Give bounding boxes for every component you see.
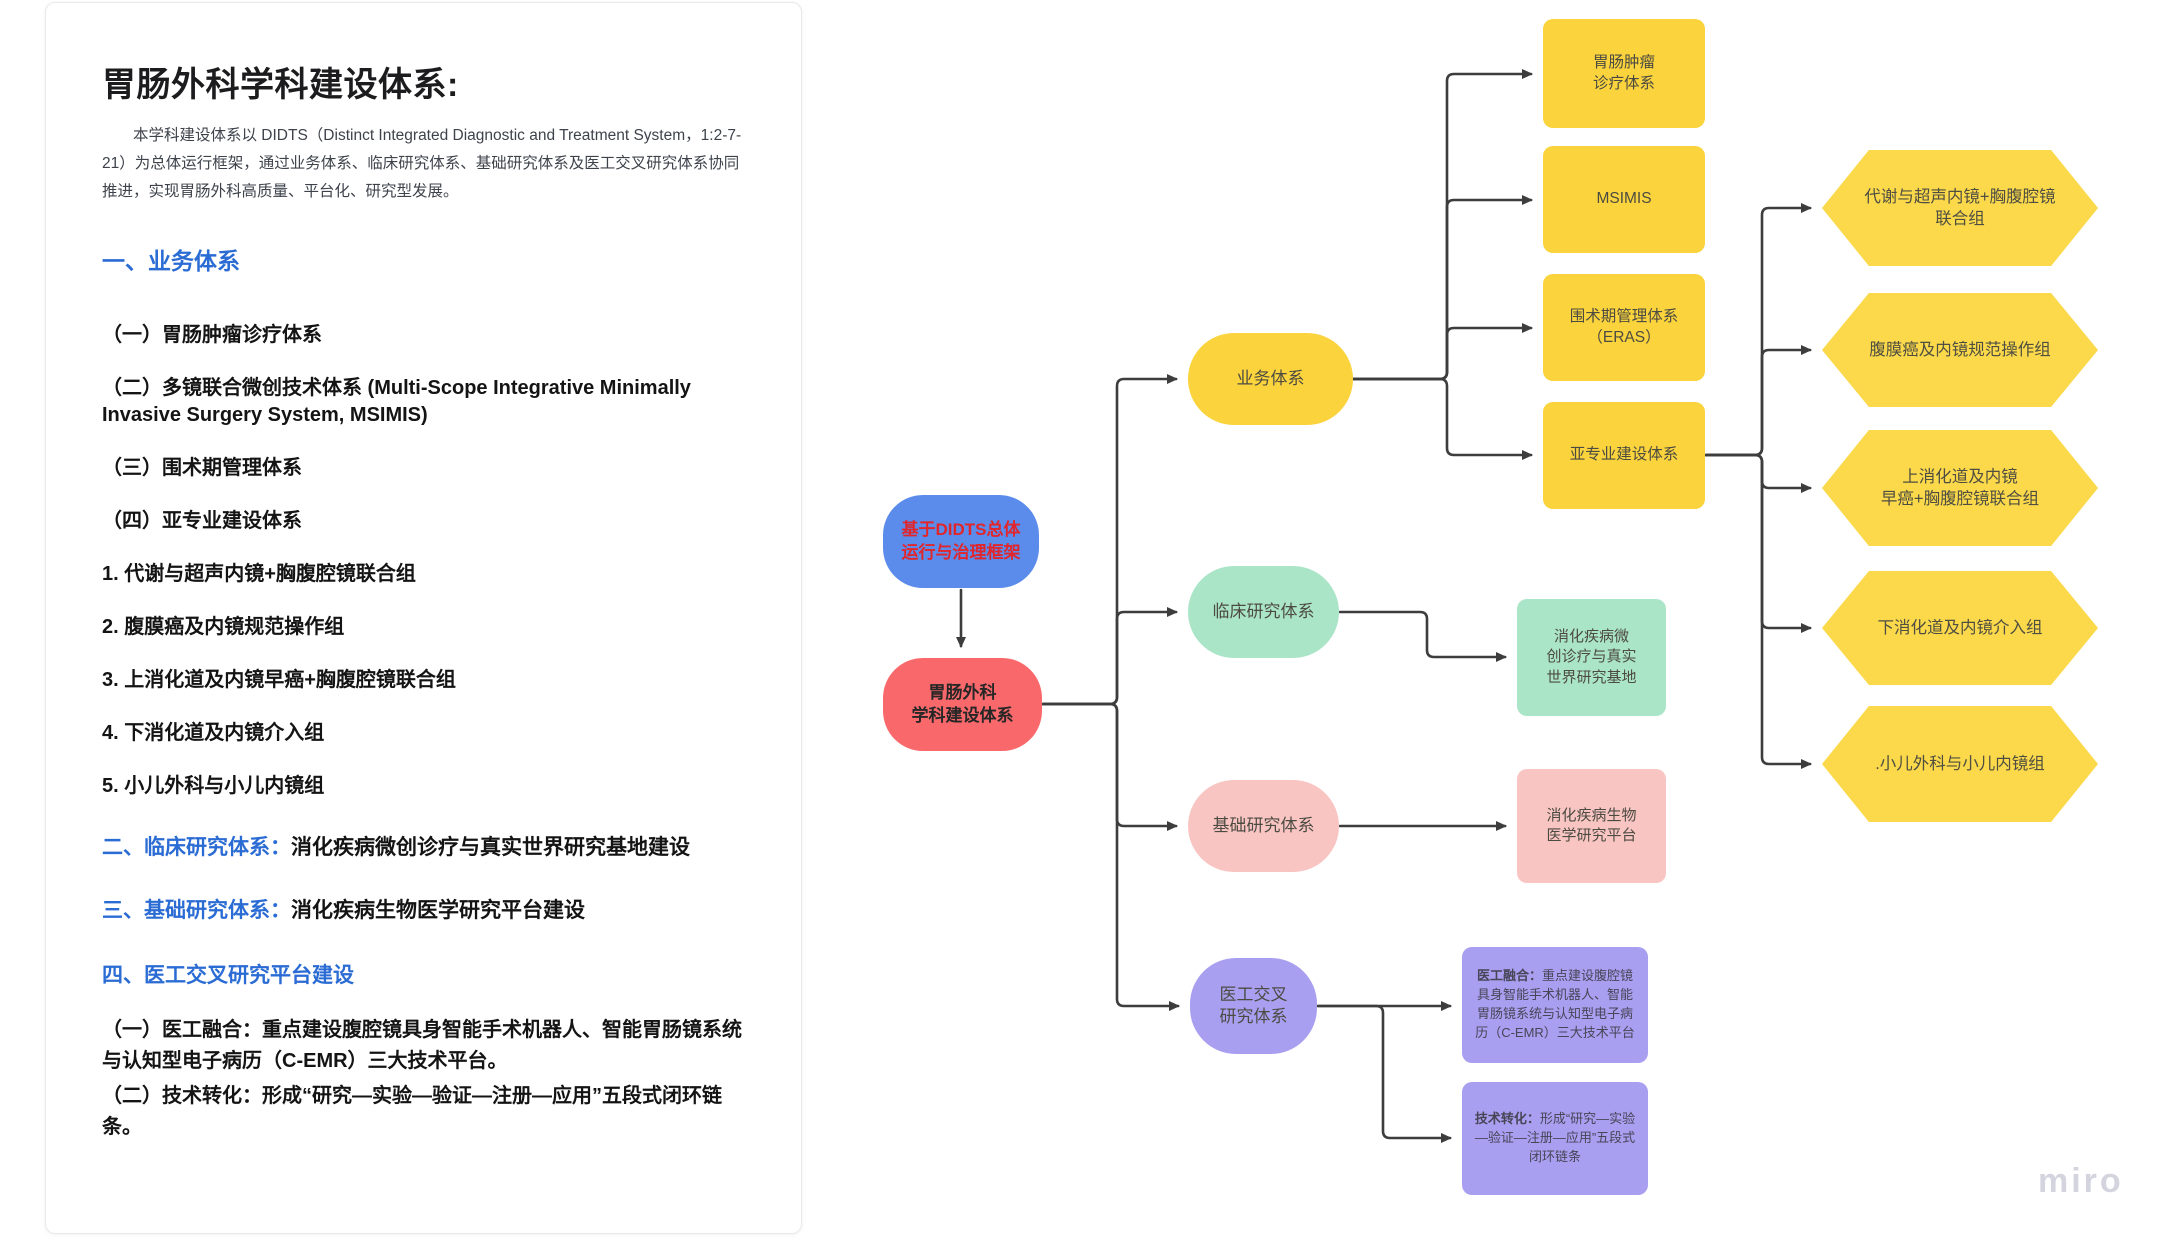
connector-subspecialty-hex4[interactable] (1704, 453, 1812, 633)
node-label: 围术期管理体系 （ERAS） (1569, 307, 1679, 346)
section-heading-medeng: 四、医工交叉研究平台建设 (102, 963, 354, 987)
node-label: 临床研究体系 (1212, 601, 1315, 621)
node-label: 下消化道及内镜介入组 (1877, 618, 2043, 637)
document-intro: 本学科建设体系以 DIDTS（Distinct Integrated Diagn… (102, 127, 742, 200)
list-item: 3. 上消化道及内镜早癌+胸腹腔镜联合组 (102, 668, 456, 691)
node-label: MSIMIS (1596, 190, 1652, 208)
connector-root-basic[interactable] (1041, 702, 1178, 831)
node-label: 代谢与超声内镜+胸腹腔镜 联合组 (1864, 187, 2056, 228)
node-root-system[interactable]: 胃肠外科 学科建设体系 (883, 658, 1042, 751)
list-item: 5. 小儿外科与小儿内镜组 (102, 774, 325, 797)
node-basic-research[interactable]: 基础研究体系 (1188, 780, 1339, 872)
node-clinical-research[interactable]: 临床研究体系 (1188, 566, 1339, 658)
paragraph-transfer: （二）技术转化：形成“研究—实验—验证—注册—应用”五段式闭环链条。 (102, 1084, 722, 1138)
node-fusion[interactable]: 医工融合：重点建设腹腔镜具身智能手术机器人、智能胃肠镜系统与认知型电子病历（C-… (1462, 947, 1648, 1063)
heading-text: 消化疾病生物医学研究平台建设 (291, 899, 585, 923)
node-text: 医工融合：重点建设腹腔镜具身智能手术机器人、智能胃肠镜系统与认知型电子病历（C-… (1472, 967, 1638, 1042)
node-msimis[interactable]: MSIMIS (1543, 146, 1705, 253)
node-business-system[interactable]: 业务体系 (1188, 333, 1353, 425)
list-item: 4. 下消化道及内镜介入组 (102, 721, 325, 744)
node-label: 消化疾病微 创诊疗与真实 世界研究基地 (1546, 628, 1637, 686)
node-label: 消化疾病生物 医学研究平台 (1546, 806, 1637, 844)
heading-label: 三、基础研究体系： (102, 899, 291, 923)
connector-business-tumor[interactable] (1351, 69, 1533, 381)
node-label: .小儿外科与小儿内镜组 (1875, 754, 2045, 773)
node-label-rest: 重点建设腹腔镜具身智能手术机器人、智能胃肠镜系统与认知型电子病历（C-EMR）三… (1475, 968, 1635, 1040)
node-label: 基础研究体系 (1212, 815, 1315, 835)
section-heading-basic: 三、基础研究体系：消化疾病生物医学研究平台建设 (102, 895, 745, 927)
connector-business-subspecialty[interactable] (1351, 377, 1533, 460)
list-item: （四）亚专业建设体系 (102, 509, 302, 532)
node-label: 上消化道及内镜 早癌+胸腹腔镜联合组 (1880, 467, 2040, 508)
document-card[interactable]: 胃肠外科学科建设体系: 本学科建设体系以 DIDTS（Distinct Inte… (45, 2, 802, 1234)
node-hex-lower-gi-group[interactable]: 下消化道及内镜介入组 (1822, 571, 2098, 685)
heading-label: 二、临床研究体系： (102, 835, 291, 859)
miro-logo: miro (2038, 1162, 2124, 1200)
node-label-bold: 医工融合： (1476, 968, 1542, 984)
node-didts-framework[interactable]: 基于DIDTS总体 运行与治理框架 (883, 495, 1039, 588)
node-label-rest: 形成“研究—实验—验证—注册—应用”五段式闭环链条 (1474, 1111, 1636, 1164)
node-tumor-system[interactable]: 胃肠肿瘤 诊疗体系 (1543, 19, 1705, 128)
paragraph-fusion: （一）医工融合：重点建设腹腔镜具身智能手术机器人、智能胃肠镜系统与认知型电子病历… (102, 1018, 742, 1072)
section-heading-business: 一、业务体系 (102, 247, 240, 274)
document-title: 胃肠外科学科建设体系: (102, 66, 459, 104)
node-hex-upper-gi-group[interactable]: 上消化道及内镜 早癌+胸腹腔镜联合组 (1822, 430, 2098, 546)
connector-business-eras[interactable] (1351, 323, 1533, 381)
node-label: 医工交叉 研究体系 (1219, 984, 1288, 1026)
connector-subspecialty-hex2[interactable] (1704, 345, 1812, 457)
list-item: （一）胃肠肿瘤诊疗体系 (102, 323, 322, 346)
connector-root-medeng[interactable] (1041, 702, 1180, 1011)
connector-subspecialty-hex5[interactable] (1704, 453, 1812, 769)
node-hex-metabolic-group[interactable]: 代谢与超声内镜+胸腹腔镜 联合组 (1822, 150, 2098, 266)
node-label: 业务体系 (1236, 368, 1305, 388)
node-subspecialty[interactable]: 亚专业建设体系 (1543, 402, 1705, 509)
node-label-bold: 技术转化： (1474, 1111, 1540, 1127)
node-text: 技术转化：形成“研究—实验—验证—注册—应用”五段式闭环链条 (1472, 1110, 1638, 1167)
connector-subspecialty-hex3[interactable] (1704, 453, 1812, 493)
node-label: 胃肠肿瘤 诊疗体系 (1592, 53, 1655, 92)
list-item: （二）多镜联合微创技术体系 (Multi-Scope Integrative M… (102, 376, 691, 426)
list-item: 1. 代谢与超声内镜+胸腹腔镜联合组 (102, 562, 416, 585)
document-list: （一）胃肠肿瘤诊疗体系 （二）多镜联合微创技术体系 (Multi-Scope I… (102, 322, 745, 800)
node-hex-peritoneal-group[interactable]: 腹膜癌及内镜规范操作组 (1822, 293, 2098, 407)
node-clinical-base[interactable]: 消化疾病微 创诊疗与真实 世界研究基地 (1517, 599, 1666, 716)
node-medeng-research[interactable]: 医工交叉 研究体系 (1190, 958, 1317, 1054)
node-bio-platform[interactable]: 消化疾病生物 医学研究平台 (1517, 769, 1666, 883)
node-hex-pediatric-group[interactable]: .小儿外科与小儿内镜组 (1822, 706, 2098, 822)
connector-clinical-base[interactable] (1338, 610, 1507, 662)
node-label: 基于DIDTS总体 运行与治理框架 (901, 519, 1021, 562)
connector-root-clinical[interactable] (1041, 607, 1178, 706)
connector-subspecialty-hex1[interactable] (1704, 203, 1812, 457)
node-label: 亚专业建设体系 (1569, 446, 1679, 464)
section-heading-clinical: 二、临床研究体系：消化疾病微创诊疗与真实世界研究基地建设 (102, 832, 745, 864)
node-label: 腹膜癌及内镜规范操作组 (1869, 340, 2051, 359)
heading-text: 消化疾病微创诊疗与真实世界研究基地建设 (291, 835, 690, 859)
connector-root-business[interactable] (1041, 374, 1178, 706)
node-label: 胃肠外科 学科建设体系 (911, 682, 1014, 725)
connector-business-msimis[interactable] (1351, 195, 1533, 381)
list-item: （三）围术期管理体系 (102, 456, 302, 479)
connector-medeng-transfer[interactable] (1316, 1004, 1452, 1143)
node-transfer[interactable]: 技术转化：形成“研究—实验—验证—注册—应用”五段式闭环链条 (1462, 1082, 1648, 1195)
node-eras[interactable]: 围术期管理体系 （ERAS） (1543, 274, 1705, 381)
list-item: 2. 腹膜癌及内镜规范操作组 (102, 615, 345, 638)
